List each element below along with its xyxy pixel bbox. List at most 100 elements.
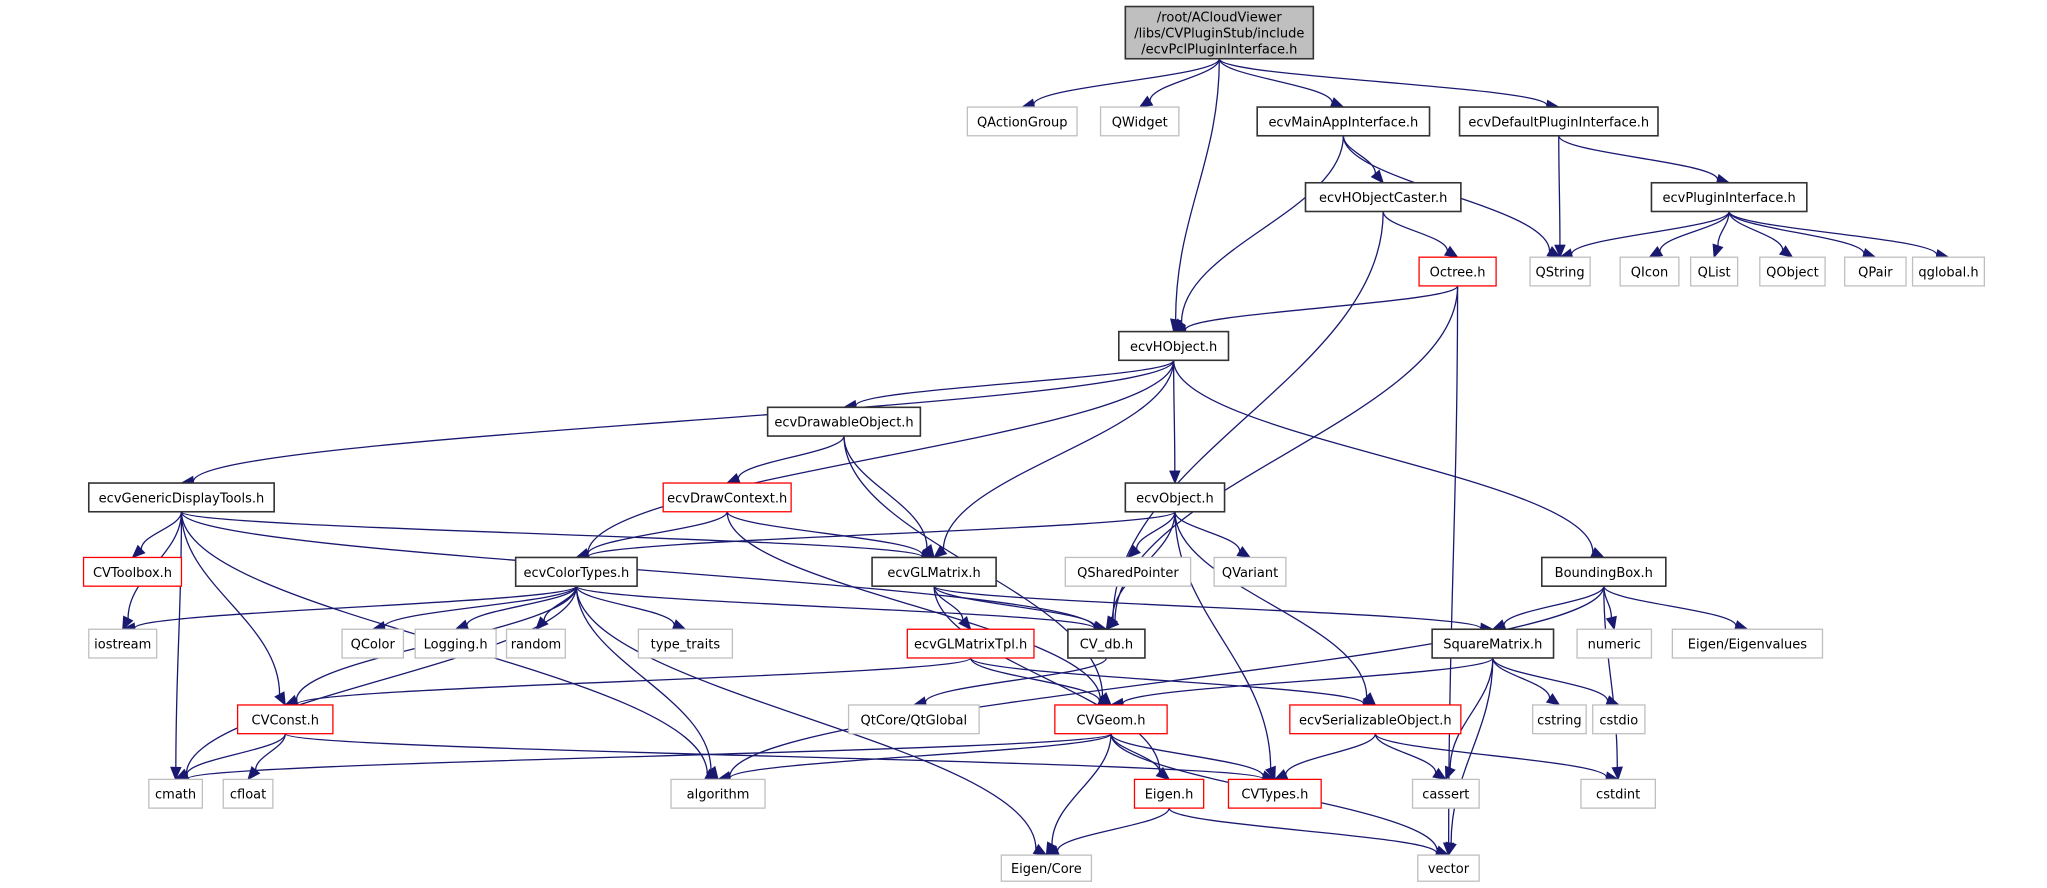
node-algorithm: algorithm bbox=[670, 778, 766, 809]
node-box bbox=[414, 628, 497, 659]
node-CVConst[interactable]: CVConst.h bbox=[236, 704, 334, 735]
node-ecvPluginInterface[interactable]: ecvPluginInterface.h bbox=[1650, 181, 1808, 213]
node-box bbox=[1256, 106, 1431, 137]
arrowhead-icon bbox=[1554, 244, 1566, 259]
edge-line bbox=[1558, 135, 1719, 180]
edge-line bbox=[1492, 657, 1609, 702]
edge-ecvPluginInterface-to-qglobal bbox=[1728, 211, 1950, 261]
node-label: random bbox=[511, 638, 561, 653]
node-box bbox=[1576, 628, 1653, 659]
node-QtGlobal: QtCore/QtGlobal bbox=[847, 704, 980, 735]
node-box bbox=[1540, 556, 1667, 587]
edge-ecvHObject-to-BoundingBox bbox=[1172, 360, 1605, 558]
node-ecvSerializableObject[interactable]: ecvSerializableObject.h bbox=[1289, 704, 1462, 735]
node-box bbox=[1619, 256, 1680, 287]
edge-line bbox=[1174, 511, 1272, 769]
node-qglobal: qglobal.h bbox=[1911, 256, 1986, 287]
edge-line bbox=[1172, 360, 1594, 553]
node-label: CV_db.h bbox=[1080, 638, 1133, 653]
node-CVGeom[interactable]: CVGeom.h bbox=[1054, 704, 1168, 735]
node-ecvMainAppInterface[interactable]: ecvMainAppInterface.h bbox=[1256, 106, 1431, 137]
node-EigenCore: Eigen/Core bbox=[1000, 854, 1093, 882]
node-QWidget: QWidget bbox=[1099, 106, 1180, 137]
edge-line bbox=[933, 586, 964, 621]
edge-line bbox=[1174, 511, 1368, 697]
node-ecvDrawContext[interactable]: ecvDrawContext.h bbox=[662, 482, 792, 513]
edge-ecvGLMatrixTpl-to-ecvSerializableObject bbox=[969, 657, 1377, 710]
node-label: cmath bbox=[155, 788, 196, 803]
arrowhead-icon bbox=[1605, 695, 1621, 706]
edge-ecvColorTypes-to-iostream bbox=[121, 585, 578, 634]
node-ecvDrawableObject[interactable]: ecvDrawableObject.h bbox=[766, 406, 922, 437]
node-label: /libs/CVPluginStub/include bbox=[1134, 27, 1304, 42]
node-cstdint: cstdint bbox=[1580, 778, 1657, 809]
node-ecvGenericDisplayTools[interactable]: ecvGenericDisplayTools.h bbox=[87, 482, 275, 513]
node-ecvHObject[interactable]: ecvHObject.h bbox=[1118, 330, 1230, 362]
node-CVToolbox[interactable]: CVToolbox.h bbox=[82, 556, 183, 587]
node-QSharedPointer: QSharedPointer bbox=[1064, 556, 1192, 587]
edge-line bbox=[1571, 211, 1730, 255]
edge-line bbox=[1218, 58, 1333, 103]
edge-line bbox=[140, 511, 183, 550]
node-box bbox=[1689, 256, 1739, 287]
edge-line bbox=[1135, 511, 1176, 550]
node-CVTypes[interactable]: CVTypes.h bbox=[1227, 778, 1322, 809]
edge-SquareMatrix-to-vector bbox=[1445, 657, 1494, 857]
edge-ecvColorTypes-to-Logging bbox=[454, 585, 578, 631]
edge-line bbox=[575, 586, 1037, 850]
node-box bbox=[1418, 256, 1497, 287]
node-QList: QList bbox=[1689, 256, 1739, 287]
node-ecvGLMatrixTpl[interactable]: ecvGLMatrixTpl.h bbox=[906, 628, 1035, 659]
node-ecvObject[interactable]: ecvObject.h bbox=[1124, 482, 1226, 513]
edge-line bbox=[1149, 58, 1220, 102]
node-label: BoundingBox.h bbox=[1555, 566, 1653, 581]
arrowhead-icon bbox=[1138, 95, 1154, 108]
node-label: ecvGLMatrixTpl.h bbox=[914, 638, 1027, 653]
node-ecvColorTypes[interactable]: ecvColorTypes.h bbox=[514, 556, 638, 587]
node-box bbox=[1099, 106, 1180, 137]
node-BoundingBox[interactable]: BoundingBox.h bbox=[1540, 556, 1667, 587]
edge-BoundingBox-to-numeric bbox=[1603, 586, 1617, 631]
edge-line bbox=[933, 585, 1482, 629]
edge-ecvPluginInterface-to-QList bbox=[1712, 211, 1730, 259]
edge-line bbox=[1603, 586, 1618, 768]
node-ecvHObjectCaster[interactable]: ecvHObjectCaster.h bbox=[1304, 181, 1462, 213]
edge-ecvMainAppInterface-to-ecvHObject bbox=[1172, 135, 1345, 333]
edge-line bbox=[192, 360, 1175, 482]
edge-Octree-to-ecvHObject bbox=[1172, 285, 1459, 336]
node-box bbox=[847, 704, 980, 735]
edge-line bbox=[1174, 511, 1241, 552]
node-Octree[interactable]: Octree.h bbox=[1418, 256, 1497, 287]
edge-ecvGenericDisplayTools-to-cmath bbox=[170, 511, 183, 781]
node-box bbox=[1067, 628, 1146, 659]
node-numeric: numeric bbox=[1576, 628, 1653, 659]
arrowhead-icon bbox=[1444, 765, 1456, 781]
node-Eigen[interactable]: Eigen.h bbox=[1133, 778, 1205, 809]
node-label: vector bbox=[1428, 862, 1470, 877]
edge-line bbox=[466, 585, 578, 626]
node-box bbox=[1650, 181, 1808, 213]
node-box bbox=[1844, 256, 1907, 287]
edge-ecvGenericDisplayTools-to-CVToolbox bbox=[131, 511, 183, 559]
edge-ecvHObject-to-ecvGLMatrix bbox=[933, 360, 1175, 559]
arrowhead-icon bbox=[1127, 544, 1141, 559]
node-SquareMatrix[interactable]: SquareMatrix.h bbox=[1431, 628, 1555, 659]
node-box bbox=[341, 628, 405, 659]
node-ecvDefaultPluginInterface[interactable]: ecvDefaultPluginInterface.h bbox=[1458, 106, 1659, 137]
edge-Eigen-to-vector bbox=[1168, 807, 1450, 859]
edge-ecvDrawableObject-to-ecvGLMatrix bbox=[843, 436, 935, 559]
edge-line bbox=[1218, 58, 1548, 106]
node-label: ecvGLMatrix.h bbox=[887, 566, 980, 581]
node-CV_db[interactable]: CV_db.h bbox=[1067, 628, 1146, 659]
edge-line bbox=[933, 586, 1161, 772]
edge-line bbox=[737, 435, 845, 479]
node-ecvGLMatrix[interactable]: ecvGLMatrix.h bbox=[871, 556, 997, 587]
node-box bbox=[1124, 5, 1315, 60]
edge-ecvSerializableObject-to-cassert bbox=[1374, 733, 1447, 781]
edge-ecvObject-to-QSharedPointer bbox=[1127, 511, 1176, 559]
edge-line bbox=[1033, 58, 1220, 105]
node-root[interactable]: /root/ACloudViewer/libs/CVPluginStub/inc… bbox=[1124, 5, 1315, 60]
edge-ecvPluginInterface-to-QIcon bbox=[1648, 211, 1730, 258]
edge-ecvDefaultPluginInterface-to-ecvPluginInterface bbox=[1558, 135, 1731, 185]
node-label: cstdint bbox=[1596, 788, 1640, 803]
